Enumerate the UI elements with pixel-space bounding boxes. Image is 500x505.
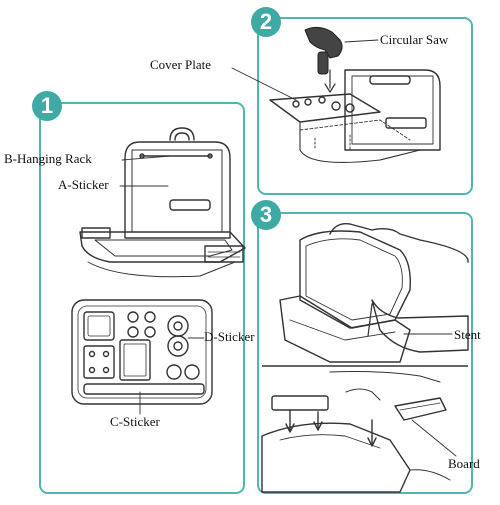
label-circular-saw: Circular Saw [380,32,449,47]
label-board: Board [448,456,480,471]
label-c-sticker: C-Sticker [110,414,160,429]
label-a-sticker: A-Sticker [58,177,109,192]
step2-case-with-saw [231,39,441,164]
step1-number: 1 [40,93,54,118]
label-stent: Stent [454,327,481,342]
step1-badge [32,91,62,121]
label-d-sticker: D-Sticker [204,329,255,344]
step3-closing-case [279,223,469,363]
circular-saw-toy [304,26,343,75]
leader-hanging-rack [121,155,171,161]
step1-panel [39,102,245,494]
leader-cover-plate [231,67,297,101]
step3-badge [251,200,281,230]
step2-badge [251,7,281,37]
label-cover-plate: Cover Plate [150,57,212,72]
step1-open-case [79,127,246,278]
step2-number: 2 [259,9,273,34]
step3-board-install [261,371,457,493]
step3-number: 3 [259,202,273,227]
label-hanging-rack: B-Hanging Rack [4,151,92,166]
leader-circular-saw [344,39,379,43]
leader-board [411,419,457,457]
step2-panel [257,17,473,195]
step1-tray-layout [71,299,213,405]
step3-panel [257,212,473,494]
